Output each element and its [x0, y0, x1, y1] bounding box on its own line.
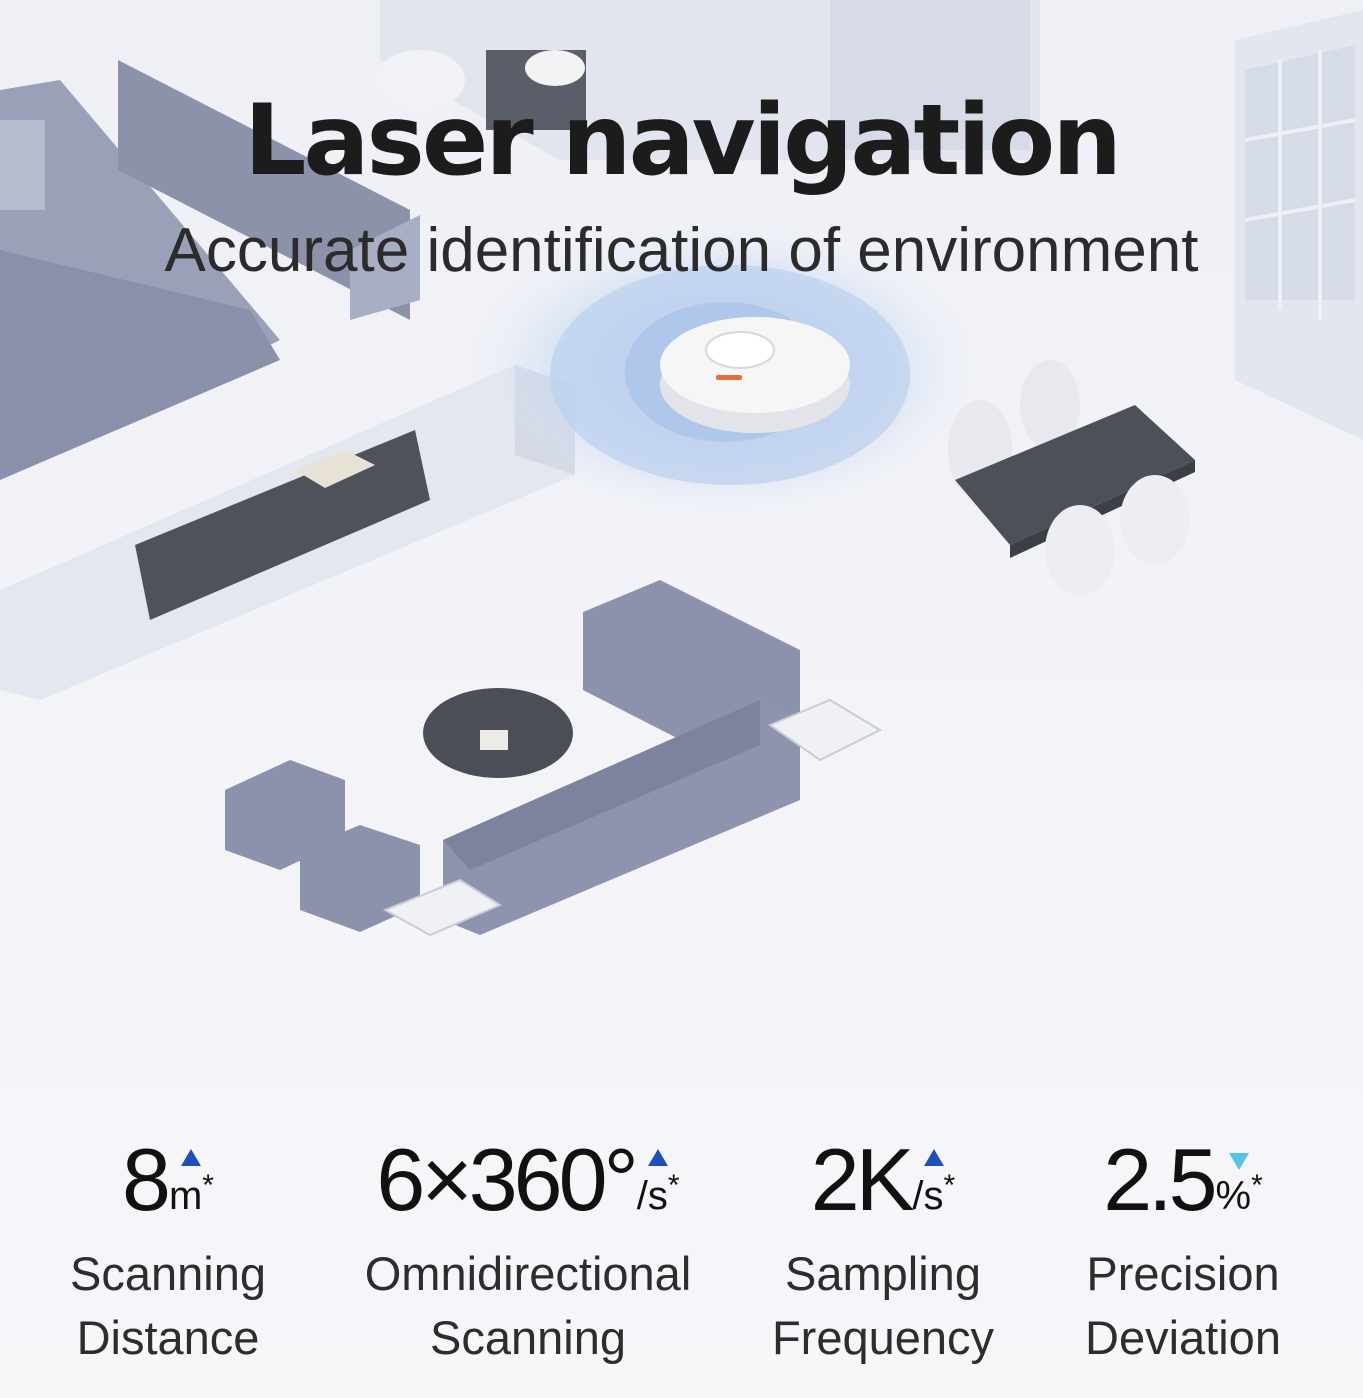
- spec-value: 2K/s*: [703, 1130, 1063, 1230]
- spec-number: 2.5: [1103, 1130, 1217, 1229]
- arrow-up-icon: [181, 1149, 202, 1166]
- spec-unit: m: [168, 1174, 203, 1218]
- spec-omnidirectional-scanning: 6×360°/s* Omnidirectional Scanning: [348, 1130, 708, 1370]
- spec-label: Sampling Frequency: [703, 1242, 1063, 1370]
- spec-label-line: Precision: [1086, 1247, 1280, 1300]
- spec-label: Precision Deviation: [1003, 1242, 1363, 1370]
- spec-number: 2K: [810, 1130, 915, 1229]
- spec-sampling-frequency: 2K/s* Sampling Frequency: [703, 1130, 1063, 1370]
- page-title: Laser navigation: [243, 84, 1122, 198]
- spec-label: Scanning Distance: [0, 1242, 348, 1370]
- bathroom-block: [375, 0, 1040, 160]
- arrow-down-icon: [1229, 1153, 1250, 1170]
- spec-label-line: Sampling: [785, 1247, 981, 1300]
- spec-label-line: Scanning: [430, 1311, 626, 1364]
- spec-number: 8: [122, 1130, 171, 1229]
- spec-label-line: Deviation: [1085, 1311, 1281, 1364]
- spec-label-line: Frequency: [771, 1311, 995, 1364]
- spec-asterisk: *: [202, 1169, 214, 1202]
- spec-label-line: Omnidirectional: [364, 1247, 692, 1300]
- living-room: [225, 580, 883, 937]
- spec-asterisk: *: [943, 1169, 956, 1202]
- spec-label-line: Distance: [76, 1311, 260, 1364]
- spec-label: Omnidirectional Scanning: [348, 1242, 708, 1370]
- robot-vacuum-with-scan: [462, 220, 982, 520]
- spec-unit: /s: [636, 1174, 668, 1218]
- bedroom: [0, 60, 420, 480]
- dining-set: [948, 360, 1195, 595]
- spec-unit: %: [1215, 1174, 1252, 1218]
- arrow-up-icon: [923, 1149, 944, 1166]
- spec-precision-deviation: 2.5%* Precision Deviation: [1003, 1130, 1363, 1370]
- spec-asterisk: *: [1251, 1169, 1263, 1202]
- spec-asterisk: *: [667, 1169, 680, 1202]
- spec-number: 6×360°: [376, 1130, 638, 1229]
- page-subtitle: Accurate identification of environment: [164, 216, 1199, 285]
- spec-unit: /s: [912, 1174, 944, 1218]
- spec-value: 2.5%*: [1003, 1130, 1363, 1230]
- shelving-unit: [1235, 10, 1363, 440]
- spec-value: 6×360°/s*: [348, 1130, 708, 1230]
- arrow-up-icon: [648, 1149, 669, 1166]
- spec-label-line: Scanning: [70, 1247, 266, 1300]
